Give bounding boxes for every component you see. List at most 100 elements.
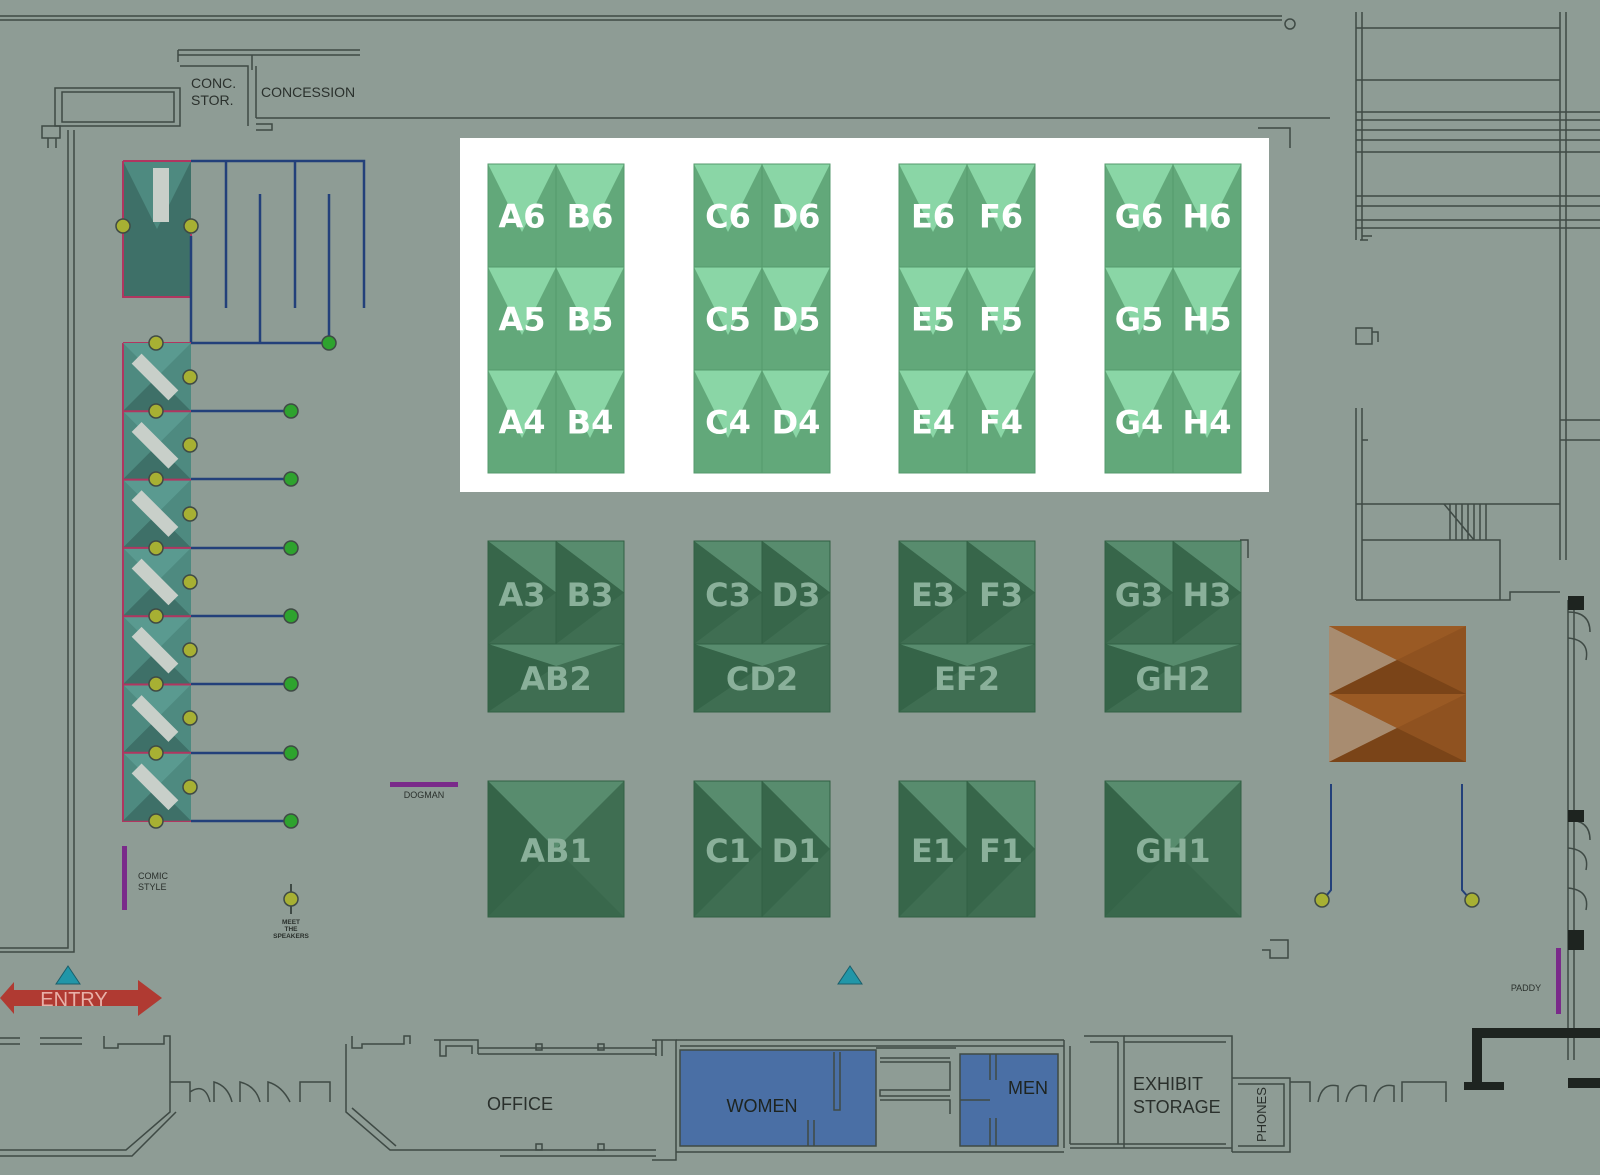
booth-b3[interactable]: B3 xyxy=(555,540,625,645)
building-walls xyxy=(0,12,1600,1161)
comic-style-label-line2: STYLE xyxy=(138,882,167,892)
booth-ab2[interactable]: AB2 xyxy=(487,643,625,713)
booth-gh1[interactable]: GH1 xyxy=(1104,780,1242,918)
booth-h5[interactable]: H5 xyxy=(1172,266,1242,371)
booth-d1[interactable]: D1 xyxy=(761,780,831,918)
booth-ab1[interactable]: AB1 xyxy=(487,780,625,918)
booth-label: A3 xyxy=(498,576,545,614)
meet-speakers-label-line1: MEET xyxy=(282,919,300,926)
booth-d6[interactable]: D6 xyxy=(761,163,831,268)
room-labels: CONC. STOR. CONCESSION OFFICE EXHIBIT ST… xyxy=(138,75,1541,1142)
booth-label: B3 xyxy=(567,576,614,614)
stanchion-post-green xyxy=(283,540,299,556)
stanchion-post-green xyxy=(283,608,299,624)
booth-label: C6 xyxy=(705,198,751,236)
booth-e3[interactable]: E3 xyxy=(898,540,968,645)
booth-f5[interactable]: F5 xyxy=(966,266,1036,371)
booth-h3[interactable]: H3 xyxy=(1172,540,1242,645)
booth-label: F4 xyxy=(979,404,1023,442)
booth-h6[interactable]: H6 xyxy=(1172,163,1242,268)
booth-label: C1 xyxy=(705,832,751,870)
booth-b4[interactable]: B4 xyxy=(555,369,625,474)
booth-c6[interactable]: C6 xyxy=(693,163,763,268)
exit-door-right xyxy=(1464,596,1600,1090)
booth-label: EF2 xyxy=(934,660,1000,698)
booth-label: H6 xyxy=(1182,198,1231,236)
stanchion-post xyxy=(148,745,164,761)
booth-ef2[interactable]: EF2 xyxy=(898,643,1036,713)
booth-c1[interactable]: C1 xyxy=(693,780,763,918)
queue-booth-segment xyxy=(123,615,191,685)
booth-f3[interactable]: F3 xyxy=(966,540,1036,645)
booth-label: E5 xyxy=(911,301,955,339)
entry-label: ENTRY xyxy=(40,989,107,1011)
info-marker-center xyxy=(837,965,863,985)
booth-label: B4 xyxy=(567,404,614,442)
booth-a6[interactable]: A6 xyxy=(487,163,557,268)
booth-g6[interactable]: G6 xyxy=(1104,163,1174,268)
stanchion-post xyxy=(182,779,198,795)
booth-a5[interactable]: A5 xyxy=(487,266,557,371)
booth-f4[interactable]: F4 xyxy=(966,369,1036,474)
booth-label: F6 xyxy=(979,198,1023,236)
booth-g3[interactable]: G3 xyxy=(1104,540,1174,645)
men-label: MEN xyxy=(1008,1078,1048,1098)
booth-label: D4 xyxy=(772,404,821,442)
booth-g5[interactable]: G5 xyxy=(1104,266,1174,371)
stanchion-post xyxy=(182,710,198,726)
booth-label: H4 xyxy=(1182,404,1231,442)
paddy-label: PADDY xyxy=(1511,983,1541,993)
right-stanchions xyxy=(1314,784,1480,908)
queue-booth-segment xyxy=(123,343,191,411)
booth-e4[interactable]: E4 xyxy=(898,369,968,474)
booth-e5[interactable]: E5 xyxy=(898,266,968,371)
exhibit-storage-label-line1: EXHIBIT xyxy=(1133,1074,1203,1094)
booth-h4[interactable]: H4 xyxy=(1172,369,1242,474)
booth-d4[interactable]: D4 xyxy=(761,369,831,474)
booth-label: D1 xyxy=(772,832,821,870)
booth-cd2[interactable]: CD2 xyxy=(693,643,831,713)
booth-b6[interactable]: B6 xyxy=(555,163,625,268)
stanchion-post xyxy=(148,540,164,556)
stanchion-post-green xyxy=(283,745,299,761)
entry-arrow: ENTRY xyxy=(0,980,162,1016)
booth-a3[interactable]: A3 xyxy=(487,540,557,645)
queue-area xyxy=(115,159,366,829)
concession-label: CONCESSION xyxy=(261,84,355,100)
stanchion-post xyxy=(182,506,198,522)
booth-d3[interactable]: D3 xyxy=(761,540,831,645)
exhibit-storage-label-line2: STORAGE xyxy=(1133,1097,1221,1117)
booth-e6[interactable]: E6 xyxy=(898,163,968,268)
booth-label: E6 xyxy=(911,198,955,236)
booth-c5[interactable]: C5 xyxy=(693,266,763,371)
booth-label: CD2 xyxy=(726,660,798,698)
restroom-women: WOMEN xyxy=(679,1049,877,1147)
booth-gh2[interactable]: GH2 xyxy=(1104,643,1242,713)
booth-g4[interactable]: G4 xyxy=(1104,369,1174,474)
stanchion-post xyxy=(148,813,164,829)
meet-speakers-label-line2: THE xyxy=(285,926,299,933)
booth-label: H5 xyxy=(1182,301,1231,339)
meet-speakers-post xyxy=(283,884,299,914)
stanchion-post-green xyxy=(321,335,337,351)
booth-label: AB1 xyxy=(520,832,591,870)
booth-a4[interactable]: A4 xyxy=(487,369,557,474)
booth-label: C5 xyxy=(705,301,751,339)
conc-stor-label-line2: STOR. xyxy=(191,92,234,108)
orange-feature xyxy=(1329,626,1466,762)
booth-d5[interactable]: D5 xyxy=(761,266,831,371)
comic-style-sign xyxy=(122,846,127,910)
booth-e1[interactable]: E1 xyxy=(898,780,968,918)
booth-f1[interactable]: F1 xyxy=(966,780,1036,918)
booth-c4[interactable]: C4 xyxy=(693,369,763,474)
booth-label: F3 xyxy=(979,576,1023,614)
booth-f6[interactable]: F6 xyxy=(966,163,1036,268)
stanchion-post xyxy=(1314,892,1330,908)
booth-label: A4 xyxy=(498,404,545,442)
booth-c3[interactable]: C3 xyxy=(693,540,763,645)
office-label: OFFICE xyxy=(487,1094,553,1114)
booth-label: F5 xyxy=(979,301,1023,339)
booth-b5[interactable]: B5 xyxy=(555,266,625,371)
